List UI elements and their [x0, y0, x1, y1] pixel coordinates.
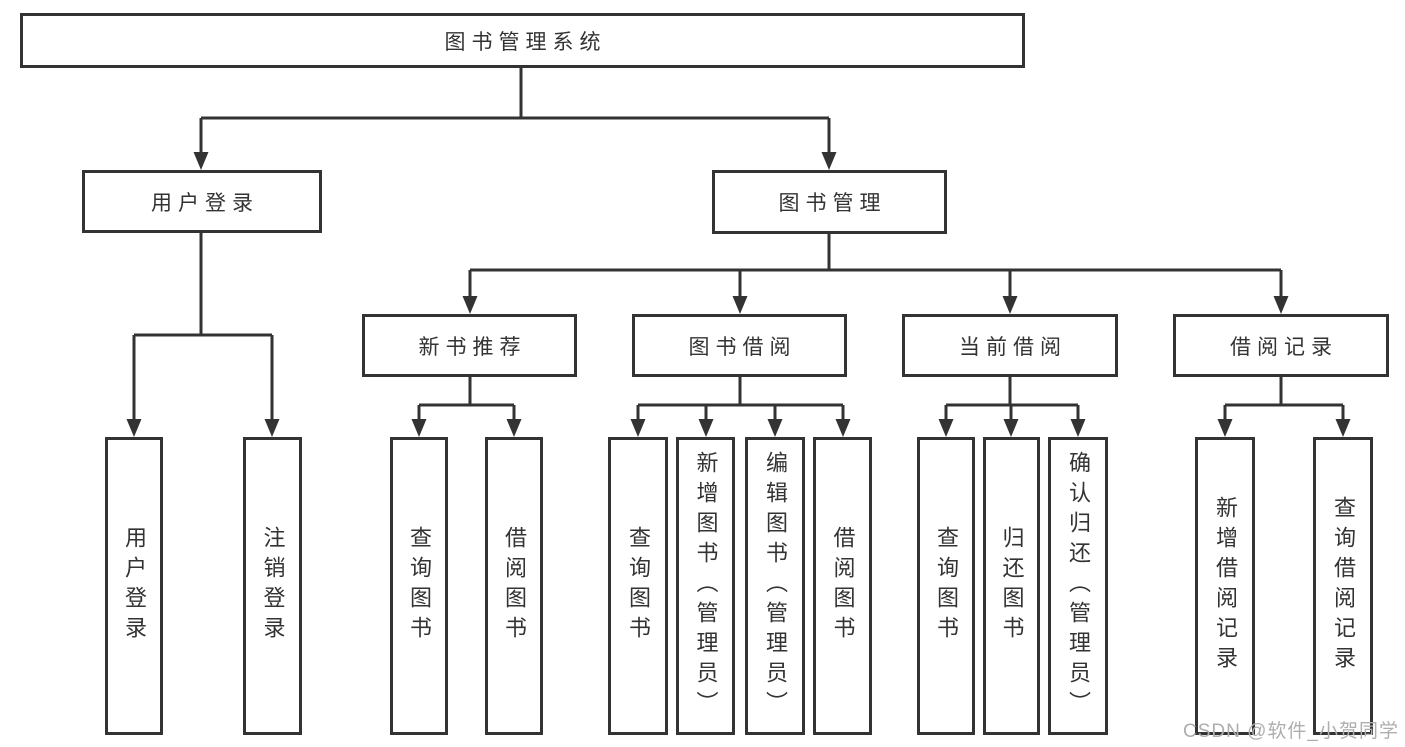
leaf-confirm-return-admin: 确认归还（管理员） [1048, 437, 1108, 735]
leaf-borrow-books-recommend: 借阅图书 [485, 437, 543, 735]
leaf-query-borrow-record: 查询借阅记录 [1313, 437, 1373, 735]
node-book-borrowing: 图书借阅 [632, 314, 847, 377]
arrowhead [264, 419, 280, 437]
csdn-watermark: CSDN @软件_小贺同学 [1183, 721, 1399, 742]
arrowhead [835, 419, 851, 437]
node-label: 图书借阅 [688, 335, 797, 359]
node-new-book-recommend: 新书推荐 [362, 314, 577, 377]
leaf-edit-books-admin: 编辑图书（管理员） [745, 437, 805, 735]
leaf-label: 用户登录 [122, 526, 147, 646]
node-label: 当前借阅 [959, 335, 1067, 359]
node-borrow-records: 借阅记录 [1173, 314, 1389, 377]
leaf-add-borrow-record: 新增借阅记录 [1195, 437, 1255, 735]
node-library-management-system: 图书管理系统 [20, 13, 1025, 68]
node-label: 借阅记录 [1230, 335, 1338, 359]
arrowhead [732, 296, 748, 314]
leaf-return-books: 归还图书 [983, 437, 1040, 735]
connector-book-borrowing [636, 377, 845, 423]
leaf-user-login: 用户登录 [105, 437, 163, 735]
arrowhead [1003, 419, 1019, 437]
leaf-label: 新增图书（管理员） [693, 451, 719, 721]
leaf-query-books-current: 查询图书 [917, 437, 975, 735]
leaf-label: 注销登录 [260, 526, 286, 646]
connector-new-book-recommend [417, 377, 516, 423]
leaf-label: 归还图书 [999, 526, 1025, 646]
arrowhead [630, 419, 646, 437]
leaf-logout: 注销登录 [243, 437, 302, 735]
node-user-login: 用户登录 [82, 170, 322, 233]
leaf-query-books-borrowing: 查询图书 [608, 437, 668, 735]
node-label: 图书管理系统 [444, 30, 607, 54]
node-current-borrowing: 当前借阅 [902, 314, 1118, 377]
leaf-label: 查询图书 [934, 526, 959, 646]
connector-root [199, 68, 831, 156]
leaf-borrow-books: 借阅图书 [813, 437, 872, 735]
leaf-label: 新增借阅记录 [1213, 496, 1238, 676]
arrowhead [821, 152, 837, 170]
arrowhead [1335, 419, 1351, 437]
connector-borrow-records [1223, 377, 1345, 423]
node-label: 用户登录 [151, 191, 259, 215]
leaf-label: 确认归还（管理员） [1066, 451, 1091, 721]
arrowhead [1273, 296, 1289, 314]
leaf-label: 编辑图书（管理员） [763, 451, 788, 721]
arrowhead [126, 419, 142, 437]
leaf-label: 借阅图书 [830, 526, 856, 646]
node-book-management: 图书管理 [712, 170, 947, 234]
arrowhead [506, 419, 522, 437]
arrowhead [1217, 419, 1233, 437]
leaf-label: 借阅图书 [502, 526, 527, 646]
arrowhead [462, 296, 478, 314]
arrowhead [698, 419, 714, 437]
arrowhead [411, 419, 427, 437]
arrowhead [1070, 419, 1086, 437]
leaf-add-books-admin: 新增图书（管理员） [676, 437, 735, 735]
connector-book-management [468, 234, 1283, 300]
leaf-query-books-recommend: 查询图书 [390, 437, 448, 735]
arrowhead [193, 152, 209, 170]
connector-current-borrowing [944, 377, 1080, 423]
leaf-label: 查询图书 [626, 526, 651, 646]
arrowhead [1002, 296, 1018, 314]
arrowhead [767, 419, 783, 437]
leaf-label: 查询借阅记录 [1331, 496, 1356, 676]
leaf-label: 查询图书 [407, 526, 432, 646]
connector-user-login [132, 233, 274, 423]
node-label: 新书推荐 [418, 335, 527, 359]
node-label: 图书管理 [778, 192, 887, 215]
arrowhead [938, 419, 954, 437]
